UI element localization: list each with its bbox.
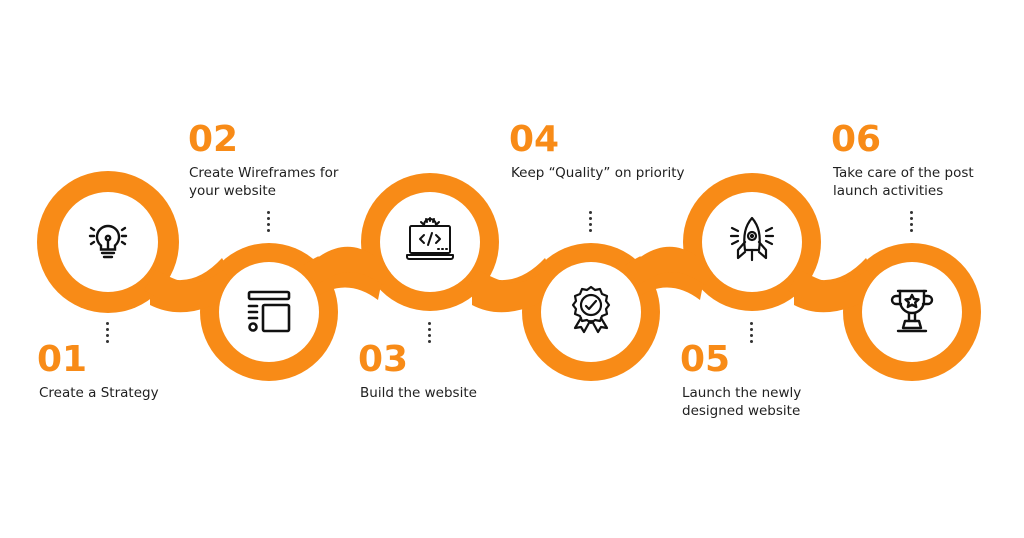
step-number-02: 02 [188,119,239,160]
step-number-01: 01 [37,339,88,380]
step-label-02: Create Wireframes for your website [189,165,339,199]
connector-dots-01 [106,322,109,346]
trophy-icon [890,289,934,333]
rocket-icon [729,216,775,262]
quality-badge-icon [571,285,611,334]
lightbulb-icon [88,224,128,259]
connector-dots-03 [428,322,431,346]
step-number-05: 05 [680,339,731,380]
step-label-03: Build the website [360,385,477,401]
step-label-05: Launch the newly designed website [682,385,802,419]
step-number-04: 04 [509,119,560,160]
step-number-06: 06 [831,119,882,160]
step-label-06: Take care of the post launch activities [833,165,974,199]
laptop-code-icon [406,217,454,260]
connector-dots-04 [589,211,592,235]
connector-dots-02 [267,211,270,235]
ring-05 [683,173,821,311]
ring-04 [522,243,660,381]
connector-dots-06 [910,211,913,235]
wireframe-layout-icon [247,290,291,333]
connector-dots-05 [750,322,753,346]
step-label-04: Keep “Quality” on priority [511,165,685,181]
step-label-01: Create a Strategy [39,385,159,401]
ring-02 [200,243,338,381]
step-number-03: 03 [358,339,409,380]
